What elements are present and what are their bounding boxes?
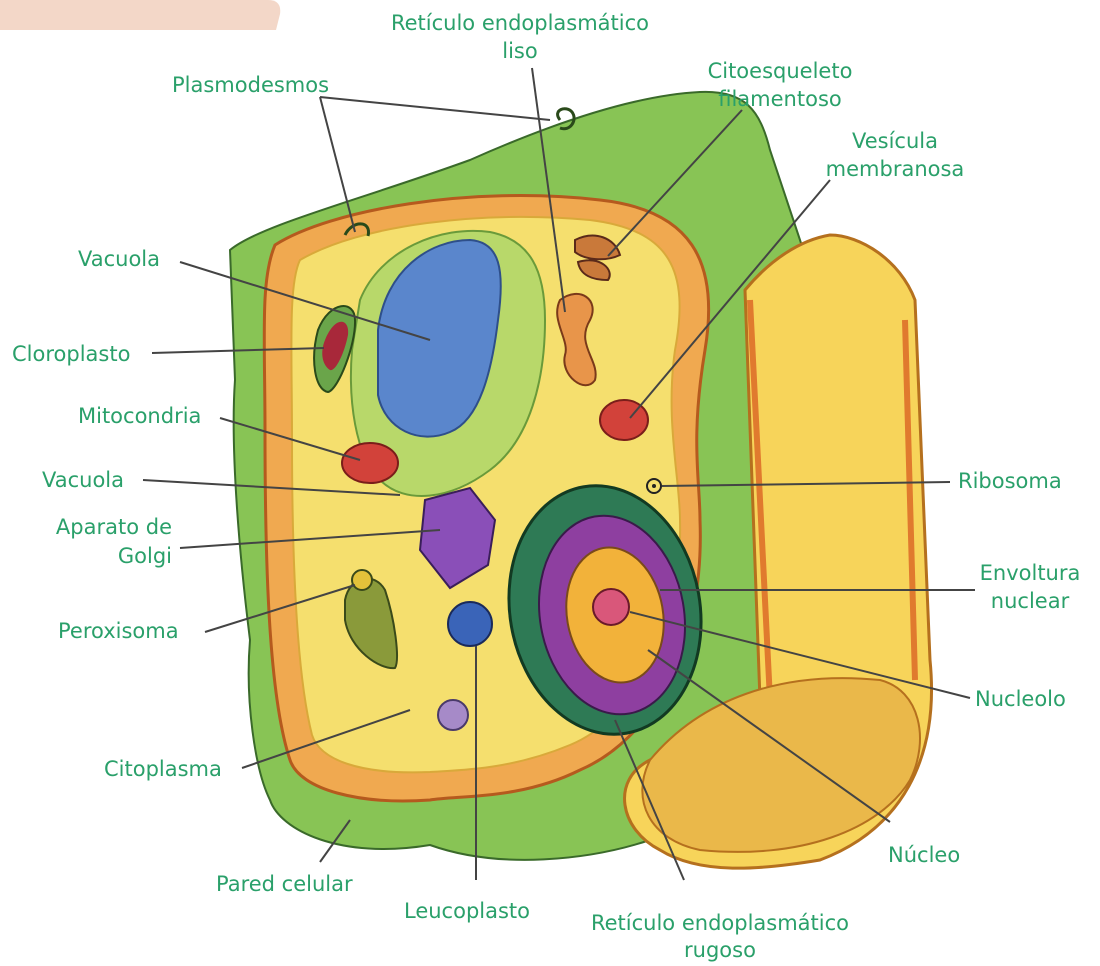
label-plasmodesmos: Plasmodesmos <box>172 72 329 99</box>
label-mitocondria: Mitocondria <box>78 403 201 430</box>
leucoplast-shape <box>448 602 492 646</box>
label-leucoplasto: Leucoplasto <box>404 898 530 925</box>
mitochondrion-shape <box>342 443 398 483</box>
label-envoltura-2: nuclear <box>965 588 1095 615</box>
label-reticulo-liso-2: liso <box>360 38 680 65</box>
label-citoesqueleto-2: filamentoso <box>680 86 880 113</box>
label-peroxisoma: Peroxisoma <box>58 618 179 645</box>
label-nucleo: Núcleo <box>888 842 960 869</box>
label-aparato-1: Aparato de <box>20 514 172 541</box>
label-reticulo-rugoso-2: rugoso <box>560 937 880 964</box>
label-nucleolo: Nucleolo <box>975 686 1066 713</box>
label-vesicula-2: membranosa <box>810 156 980 183</box>
label-vacuola-mid: Vacuola <box>42 467 124 494</box>
label-cloroplasto: Cloroplasto <box>12 341 130 368</box>
label-ribosoma: Ribosoma <box>958 468 1062 495</box>
label-reticulo-rugoso-1: Retículo endoplasmático <box>560 910 880 937</box>
label-envoltura-1: Envoltura <box>965 560 1095 587</box>
label-vacuola-top: Vacuola <box>78 246 160 273</box>
label-citoesqueleto-1: Citoesqueleto <box>680 58 880 85</box>
label-reticulo-liso-1: Retículo endoplasmático <box>360 10 680 37</box>
label-vesicula-1: Vesícula <box>810 128 980 155</box>
nucleolus-shape <box>593 589 629 625</box>
small-vesicle <box>438 700 468 730</box>
label-citoplasma: Citoplasma <box>104 756 222 783</box>
peroxisome-cap <box>352 570 372 590</box>
label-pared-celular: Pared celular <box>216 871 353 898</box>
label-aparato-2: Golgi <box>20 543 172 570</box>
